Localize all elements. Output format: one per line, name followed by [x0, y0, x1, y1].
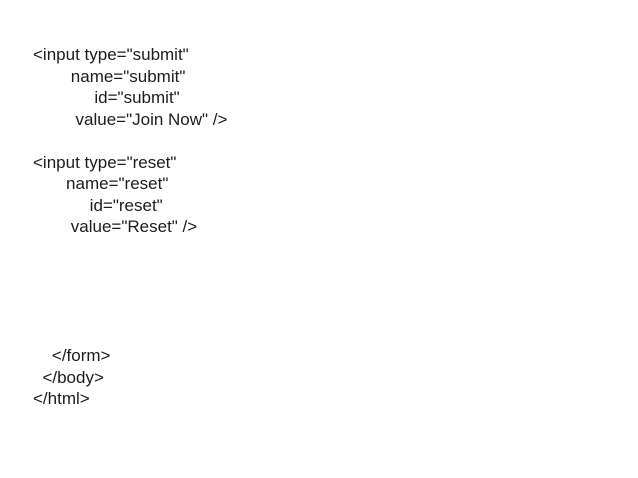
code-line: [33, 238, 227, 260]
code-line: <input type="submit": [33, 45, 189, 64]
code-line: [33, 324, 227, 346]
code-line: <input type="reset": [33, 152, 177, 172]
code-block: <input type="submit" name="submit" id="s…: [33, 44, 227, 410]
code-line: value="Join Now" />: [33, 109, 228, 129]
code-line: [33, 130, 227, 152]
code-line: id="submit": [33, 88, 180, 107]
code-line: value="Reset" />: [33, 217, 198, 236]
code-line: [33, 302, 227, 324]
code-line: [33, 259, 227, 281]
code-line: name="submit": [33, 66, 186, 86]
code-line: id="reset": [33, 195, 163, 215]
code-line: </form>: [33, 346, 111, 365]
code-line: </body>: [33, 367, 104, 387]
code-line: name="reset": [33, 174, 169, 193]
code-line: [33, 281, 227, 303]
code-line: </html>: [33, 389, 90, 408]
